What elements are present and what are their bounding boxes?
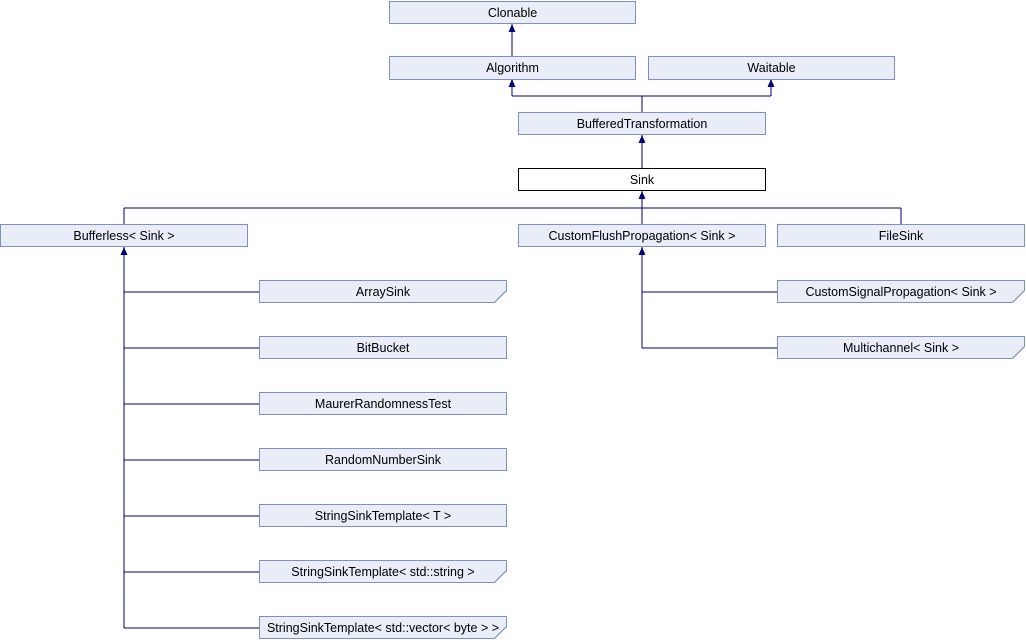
class-node-string-sink-template-t[interactable]: StringSinkTemplate< T > [259,504,507,527]
truncated-fold-icon [494,290,507,303]
inheritance-arrowhead-icon [508,79,516,87]
class-node-custom-signal-propagation-sink[interactable]: CustomSignalPropagation< Sink > [777,280,1025,303]
class-node-maurer-randomness-test[interactable]: MaurerRandomnessTest [259,392,507,415]
class-node-waitable[interactable]: Waitable [648,56,895,80]
truncated-fold-icon [494,626,507,639]
inheritance-arrowhead-icon [508,24,516,32]
class-node-string-sink-template-std-string[interactable]: StringSinkTemplate< std::string > [259,560,507,583]
class-node-algorithm[interactable]: Algorithm [389,56,636,80]
inheritance-arrowhead-icon [120,247,128,255]
truncated-fold-icon [1012,346,1025,359]
class-node-bufferless-sink[interactable]: Bufferless< Sink > [0,224,248,247]
class-node-clonable[interactable]: Clonable [389,1,636,24]
inheritance-arrowhead-icon [638,135,646,143]
class-node-arraysink[interactable]: ArraySink [259,280,507,303]
class-node-filesink[interactable]: FileSink [777,224,1025,247]
inheritance-arrowhead-icon [638,191,646,199]
inheritance-arrowhead-icon [638,247,646,255]
truncated-fold-icon [494,570,507,583]
class-node-bitbucket[interactable]: BitBucket [259,336,507,359]
inheritance-arrowhead-icon [767,79,775,87]
class-node-sink: Sink [518,168,766,191]
class-node-buffered-transformation[interactable]: BufferedTransformation [518,112,766,135]
class-node-string-sink-template-std-vector-byte[interactable]: StringSinkTemplate< std::vector< byte > … [259,616,507,639]
class-node-custom-flush-propagation-sink[interactable]: CustomFlushPropagation< Sink > [518,224,766,247]
class-node-multichannel-sink[interactable]: Multichannel< Sink > [777,336,1025,359]
class-node-random-number-sink[interactable]: RandomNumberSink [259,448,507,471]
truncated-fold-icon [1012,290,1025,303]
